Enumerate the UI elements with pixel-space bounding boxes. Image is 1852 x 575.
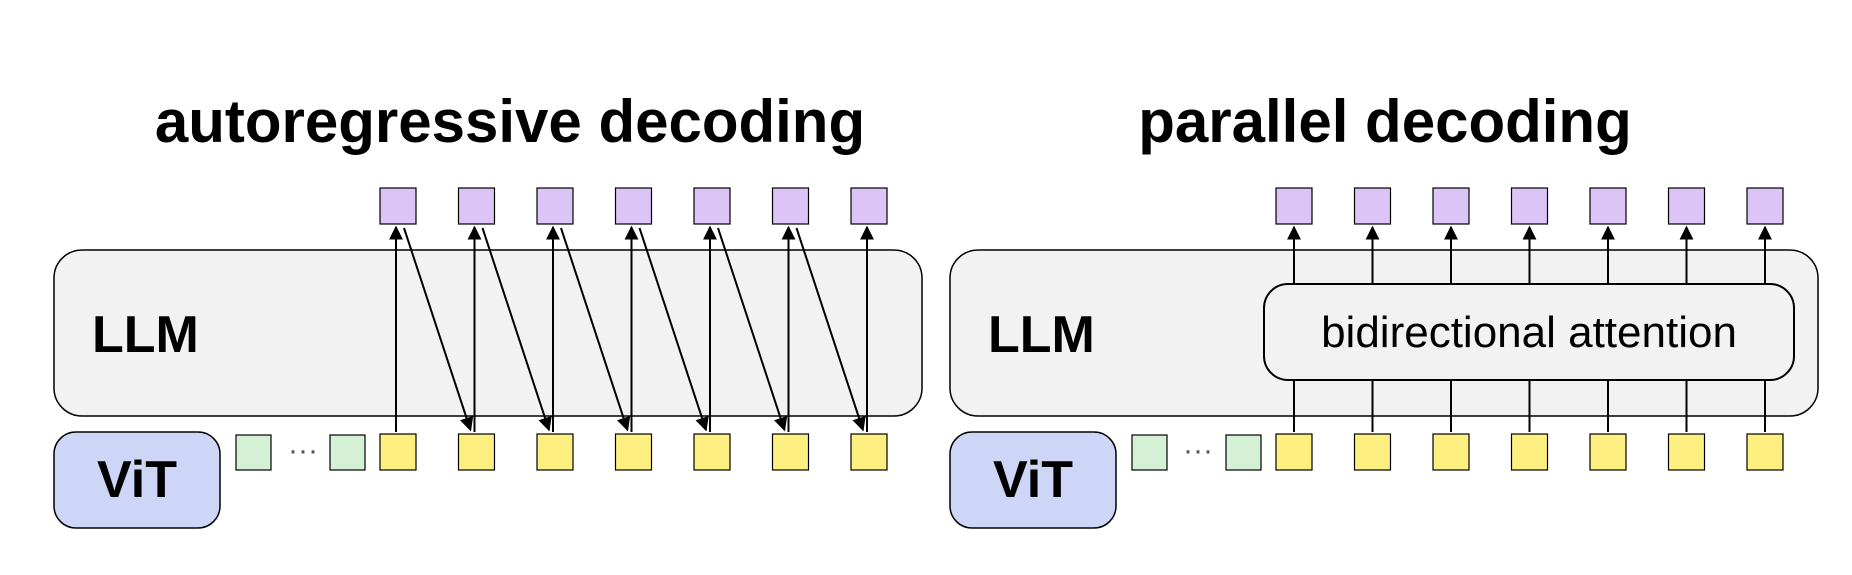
input-token [1432,433,1470,471]
vit-block [53,431,221,529]
feedback-arrow [481,227,552,432]
feedback-arrow [717,227,788,432]
input-token [536,433,574,471]
feedback-arrow [560,227,631,432]
output-token [693,187,731,225]
llm-label: LLM [988,306,1095,364]
output-token [1589,187,1627,225]
vit-block [949,431,1117,529]
image-token [1131,434,1168,471]
output-token [1275,187,1313,225]
bidirectional-attention-label: bidirectional attention [1321,308,1737,357]
input-token [850,433,888,471]
image-token [329,434,366,471]
input-token [1275,433,1313,471]
feedback-arrow [403,227,474,432]
input-token [379,433,417,471]
input-token [614,433,653,471]
parallel-panel: parallel decoding LLM ViT ··· bidirectio… [949,88,1819,529]
feedback-arrow [795,227,866,432]
right-token-group [1275,187,1784,471]
output-token [1432,187,1470,225]
autoregressive-panel: autoregressive decoding LLM ViT ··· [53,88,923,529]
output-token [850,187,888,225]
feedback-arrow [638,227,709,432]
vit-label: ViT [993,451,1073,509]
bidirectional-attention-block [1263,283,1795,381]
output-token [457,187,496,225]
input-token [1746,433,1784,471]
output-token [1510,187,1549,225]
input-token [1353,433,1392,471]
input-token [771,433,810,471]
image-token [1225,434,1262,471]
llm-label: LLM [92,306,199,364]
autoregressive-title: autoregressive decoding [155,88,865,155]
output-token [1667,187,1706,225]
input-token [457,433,496,471]
input-token [1510,433,1549,471]
ellipsis: ··· [1183,434,1213,467]
output-token [614,187,653,225]
vit-label: ViT [97,451,177,509]
output-token [1353,187,1392,225]
parallel-title: parallel decoding [1138,88,1631,155]
ellipsis: ··· [288,434,318,467]
output-token [536,187,574,225]
llm-block [53,249,923,417]
output-token [1746,187,1784,225]
output-token [379,187,417,225]
image-token [235,434,272,471]
input-token [1589,433,1627,471]
input-token [1667,433,1706,471]
input-token [693,433,731,471]
output-token [771,187,810,225]
left-token-group [379,187,888,471]
